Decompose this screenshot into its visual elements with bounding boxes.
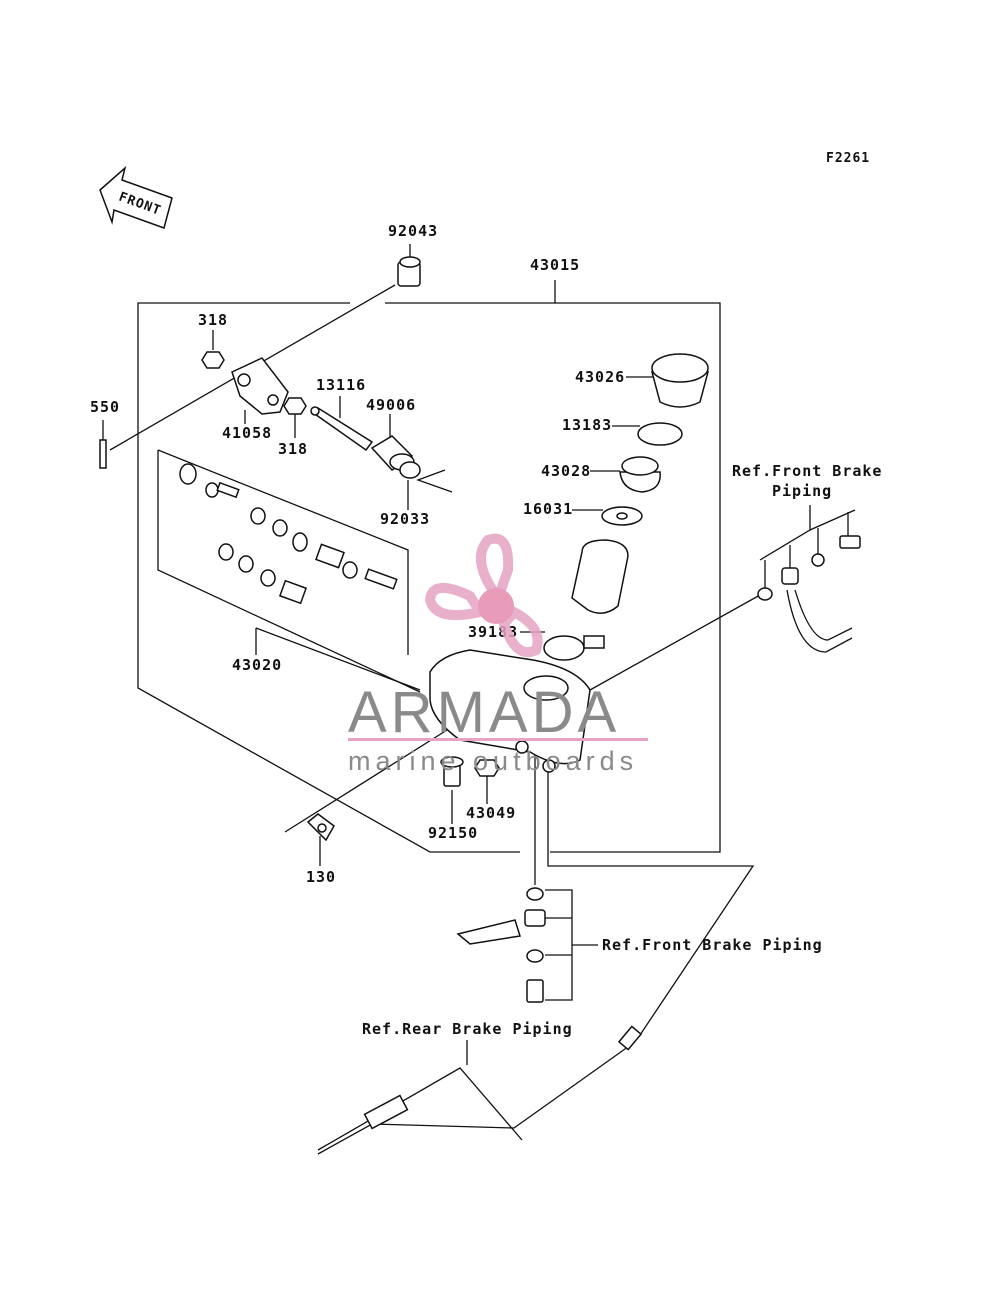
label-550: 550 — [90, 398, 120, 416]
front-brake-piping-top — [757, 535, 861, 653]
label-43026: 43026 — [575, 368, 625, 386]
bolt-130 — [306, 813, 335, 842]
label-92033: 92033 — [380, 510, 430, 528]
diaphragm-43028 — [619, 456, 661, 493]
master-cylinder-body — [429, 649, 591, 773]
watermark-rule — [348, 738, 648, 741]
clamp-39183 — [543, 635, 605, 661]
washer-16031 — [601, 506, 643, 526]
bolt-92043 — [397, 256, 421, 287]
label-130: 130 — [306, 868, 336, 886]
label-43015: 43015 — [530, 256, 580, 274]
bracket-41058 — [231, 357, 289, 415]
watermark: ARMADA marine outboards — [348, 533, 648, 776]
circlip-92033 — [399, 461, 421, 479]
label-92150: 92150 — [428, 824, 478, 842]
label-43049: 43049 — [466, 804, 516, 822]
pin-550 — [99, 439, 107, 469]
front-arrow-icon: FRONT — [99, 165, 173, 229]
reservoir-body — [571, 539, 629, 614]
rear-brake-piping — [317, 1025, 643, 1155]
label-92043: 92043 — [388, 222, 438, 240]
label-41058: 41058 — [222, 424, 272, 442]
label-16031: 16031 — [523, 500, 573, 518]
label-13183: 13183 — [562, 416, 612, 434]
label-318-bottom: 318 — [278, 440, 308, 458]
front-brake-piping-bottom — [456, 887, 546, 1003]
plate-13183 — [637, 422, 683, 446]
watermark-tagline: marine outboards — [348, 746, 638, 776]
label-43028: 43028 — [541, 462, 591, 480]
ref-front-brake-top-line1: Ref.Front Brake — [732, 462, 882, 480]
subkit-bracket-43020 — [157, 449, 421, 693]
ref-front-brake-top-line2: Piping — [772, 482, 832, 500]
nut-43049 — [474, 759, 500, 777]
cap-43026 — [651, 353, 709, 408]
label-318-top: 318 — [198, 311, 228, 329]
propeller-logo-icon — [424, 533, 543, 658]
watermark-brand: ARMADA — [348, 680, 620, 745]
push-rod-13116 — [310, 406, 374, 452]
assembly-bracket-43015 — [137, 280, 721, 853]
figure-code: F2261 — [826, 151, 870, 166]
internal-parts-43020 — [179, 463, 398, 605]
label-49006: 49006 — [366, 396, 416, 414]
ref-rear-brake: Ref.Rear Brake Piping — [362, 1020, 573, 1038]
ref-front-brake-bottom: Ref.Front Brake Piping — [602, 936, 823, 954]
nut-318-bottom — [283, 397, 307, 415]
label-43020: 43020 — [232, 656, 282, 674]
bolt-92150 — [440, 756, 464, 787]
nut-318-top — [201, 351, 225, 369]
label-13116: 13116 — [316, 376, 366, 394]
